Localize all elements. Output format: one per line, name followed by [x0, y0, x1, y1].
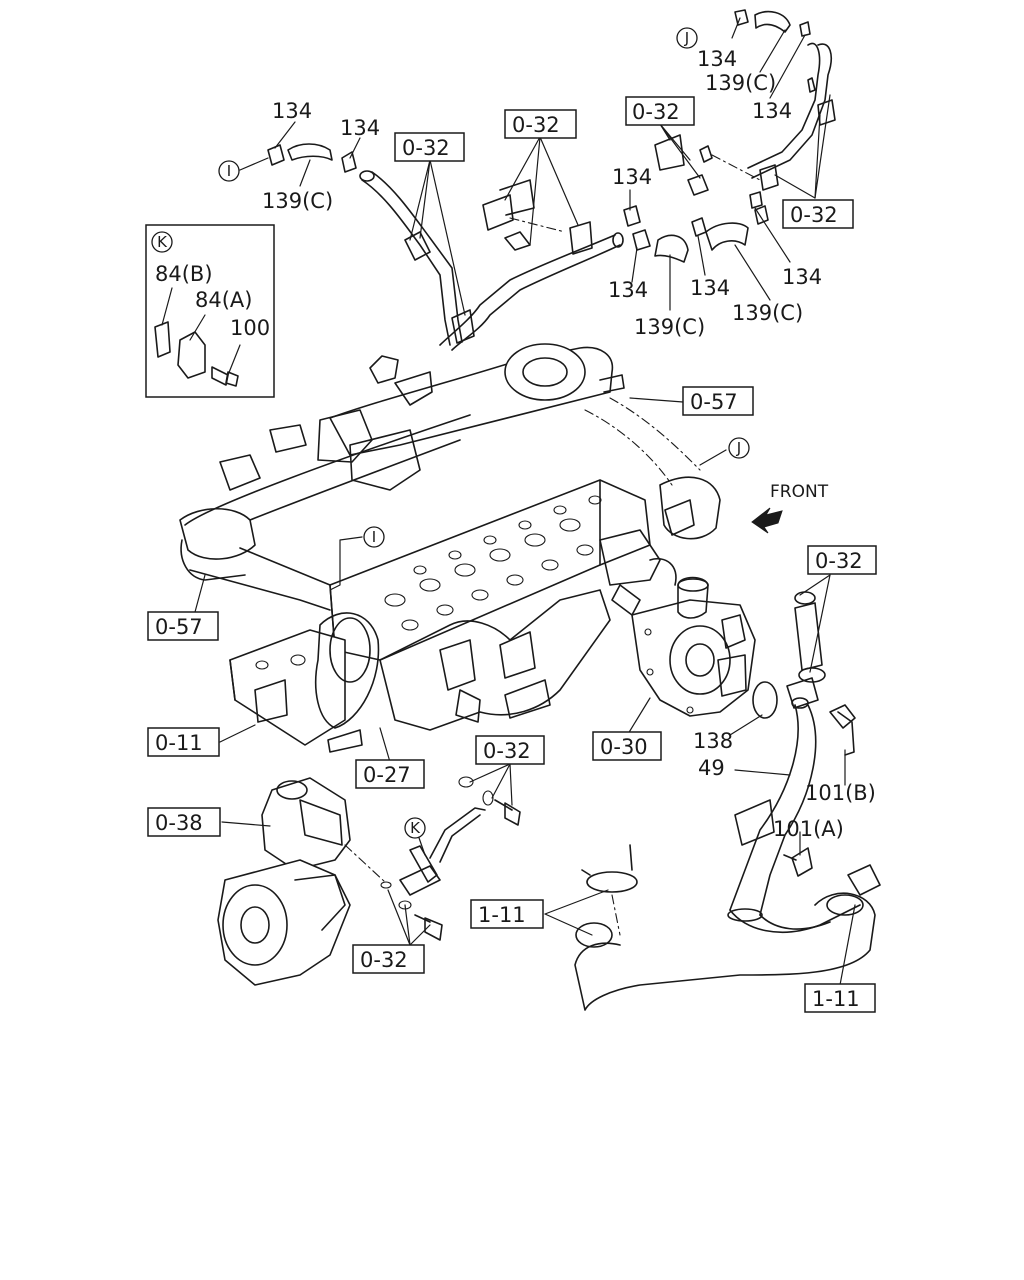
circle-ref-k-inset: K [151, 231, 173, 253]
boxed-ref: 0-32 [625, 96, 695, 126]
circle-ref-j-mid: J [728, 437, 750, 459]
part-label: 101(A) [773, 817, 844, 841]
boxed-ref: 0-32 [475, 735, 545, 765]
boxed-ref: 0-57 [682, 386, 754, 416]
part-label: 134 [690, 276, 730, 300]
boxed-ref: 0-32 [782, 199, 854, 229]
part-label: 134 [612, 165, 652, 189]
circle-ref-k-low: K [404, 817, 426, 839]
inset-k-detail [145, 224, 275, 398]
part-label: 139(C) [732, 301, 803, 325]
part-label: 134 [272, 99, 312, 123]
boxed-ref: 0-57 [147, 611, 219, 641]
svg-text:0-32: 0-32 [815, 549, 863, 573]
part-label: 134 [697, 47, 737, 71]
svg-text:0-32: 0-32 [512, 113, 560, 137]
part-label: 138 [693, 729, 733, 753]
boxed-ref: 0-30 [592, 731, 662, 761]
engine-assembly-drawing [179, 343, 881, 1011]
part-labels: 134 134 139(C) 134 134 134 134 134 134 1… [155, 47, 876, 841]
circle-ref-j-top: J [676, 27, 698, 49]
svg-text:J: J [684, 29, 689, 47]
svg-text:0-57: 0-57 [690, 390, 738, 414]
svg-text:0-27: 0-27 [363, 763, 411, 787]
svg-text:K: K [410, 819, 421, 837]
circle-ref-i-mid: I [363, 526, 385, 548]
part-label: 134 [752, 99, 792, 123]
top-heater-pipes [267, 9, 836, 351]
circle-refs: J I K J I K [151, 27, 750, 839]
svg-text:K: K [157, 233, 168, 251]
svg-text:0-30: 0-30 [600, 735, 648, 759]
svg-text:0-38: 0-38 [155, 811, 203, 835]
svg-text:0-11: 0-11 [155, 731, 203, 755]
part-label: 84(B) [155, 262, 213, 286]
part-label: 101(B) [805, 781, 876, 805]
boxed-ref: 0-27 [355, 759, 425, 789]
boxed-ref: 0-32 [807, 545, 877, 575]
svg-text:0-32: 0-32 [790, 203, 838, 227]
svg-text:0-32: 0-32 [483, 739, 531, 763]
boxed-ref: 1-11 [804, 983, 876, 1013]
part-label: 134 [608, 278, 648, 302]
circle-ref-i-top: I [218, 160, 240, 182]
boxed-ref: 0-32 [504, 109, 577, 139]
front-arrow: FRONT [751, 482, 829, 534]
svg-text:1-11: 1-11 [812, 987, 860, 1011]
svg-text:0-57: 0-57 [155, 615, 203, 639]
part-label: 139(C) [705, 71, 776, 95]
svg-text:J: J [736, 439, 741, 457]
part-label: 139(C) [634, 315, 705, 339]
boxed-ref: 1-11 [470, 899, 544, 929]
boxed-refs: 0-32 0-32 0-32 0-32 0-32 0-32 0-32 0-57 … [147, 96, 877, 1013]
part-label: 100 [230, 316, 270, 340]
svg-text:0-32: 0-32 [360, 948, 408, 972]
part-label: 134 [782, 265, 822, 289]
svg-text:1-11: 1-11 [478, 903, 526, 927]
boxed-ref: 0-38 [147, 807, 221, 837]
boxed-ref-label: 0-32 [632, 100, 680, 124]
boxed-ref: 0-11 [147, 727, 220, 757]
boxed-ref: 0-32 [394, 132, 465, 162]
front-label: FRONT [770, 482, 829, 502]
part-label: 84(A) [195, 288, 252, 312]
svg-text:I: I [372, 528, 376, 546]
part-label: 49 [698, 756, 725, 780]
part-label: 139(C) [262, 189, 333, 213]
boxed-ref: 0-32 [352, 944, 425, 974]
part-label: 134 [340, 116, 380, 140]
leader-lines [161, 17, 856, 986]
svg-text:I: I [227, 162, 231, 180]
svg-text:0-32: 0-32 [402, 136, 450, 160]
